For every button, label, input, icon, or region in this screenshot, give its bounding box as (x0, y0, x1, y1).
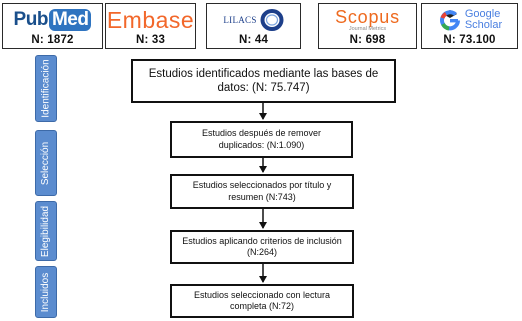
embase-count: N: 33 (135, 34, 166, 46)
scopus-logo: Scopus Journal Metrics (335, 6, 400, 32)
google-scholar-logo: Google Scholar (422, 7, 517, 33)
lilacs-ring-icon (260, 9, 284, 31)
stage-seleccion: Selección (35, 130, 57, 196)
stage-identificacion: Identificación (35, 55, 57, 122)
embase-logo: Embase (106, 6, 195, 33)
google-scholar-count: N: 73.100 (443, 34, 496, 46)
pubmed-count: N: 1872 (31, 34, 74, 46)
lilacs-logo: LILACS (207, 7, 300, 33)
lilacs-count: N: 44 (238, 34, 269, 46)
flow-box-identified: Estudios identificados mediante las base… (131, 59, 396, 103)
database-scopus: Scopus Journal Metrics N: 698 (318, 3, 417, 49)
google-g-icon (439, 10, 460, 31)
database-google-scholar: Google Scholar N: 73.100 (421, 3, 518, 49)
flow-box-screened: Estudios seleccionados por título y resu… (170, 174, 354, 209)
database-lilacs: LILACS N: 44 (206, 3, 301, 49)
stage-elegibilidad: Elegibilidad (35, 201, 57, 261)
database-embase: Embase N: 33 (105, 3, 196, 49)
scopus-count: N: 698 (349, 34, 386, 46)
flow-box-eligibility: Estudios aplicando criterios de inclusió… (170, 230, 354, 264)
flow-box-included: Estudios seleccionado con lectura comple… (170, 284, 354, 318)
flow-box-deduplicated: Estudios después de remover duplicados: … (170, 121, 353, 158)
stage-incluidos: Incluidos (35, 266, 57, 318)
